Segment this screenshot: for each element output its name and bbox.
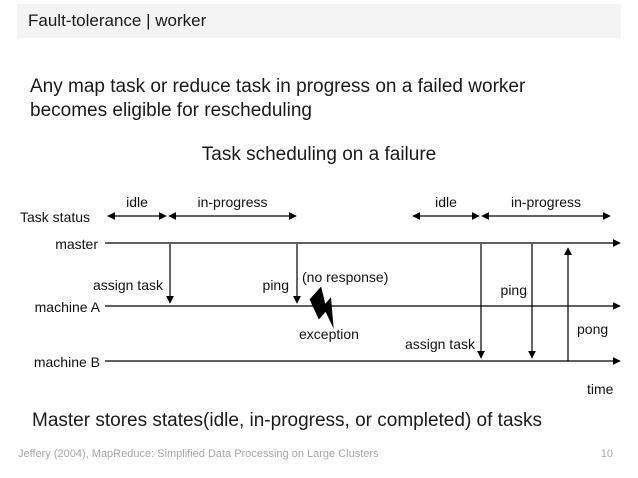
message-label-ping-1: ping [262, 277, 289, 293]
annotation-exception: exception [299, 326, 359, 342]
status-segment-idle-left: idle [126, 194, 148, 210]
citation: Jeffery (2004), MapReduce: Simplified Da… [18, 448, 379, 460]
annotation-no-response: (no response) [302, 269, 389, 285]
slide-header: Fault-tolerance | worker [17, 4, 621, 38]
message-label-pong: pong [577, 321, 609, 337]
status-segment-in-progress-right: in-progress [510, 194, 582, 210]
message-label-assign-task-1: assign task [92, 277, 163, 293]
lightning-bolt-icon [309, 286, 334, 329]
slide-title: Fault-tolerance | worker [28, 11, 207, 30]
statement-text: Master stores states(idle, in-progress, … [32, 410, 543, 431]
body-text: Any map task or reduce task in progress … [30, 76, 526, 121]
lane-label-master: master [55, 236, 98, 252]
status-segment-idle-right: idle [435, 194, 457, 210]
lane-label-machine-a: machine A [34, 299, 100, 315]
message-label-assign-task-2: assign task [404, 336, 475, 352]
status-segment-in-progress-left: in-progress [197, 194, 268, 210]
diagram-title: Task scheduling on a failure [201, 144, 437, 165]
page-number: 10 [600, 448, 613, 460]
time-axis-label: time [587, 381, 614, 397]
message-label-ping-2: ping [500, 282, 527, 298]
lane-label-machine-b: machine B [33, 354, 100, 370]
task-status-label: Task status [20, 209, 91, 225]
